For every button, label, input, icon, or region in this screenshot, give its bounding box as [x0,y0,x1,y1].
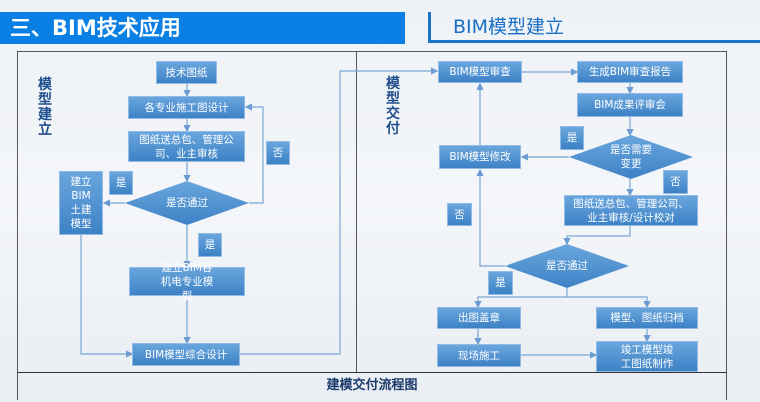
label-no: 否 [663,170,688,194]
page-title: 三、BIM技术应用 [0,12,405,44]
box-stamp: 出图盖章 [437,307,521,329]
decision-diamond [505,244,629,288]
section-subtitle: BIM模型建立 [428,12,760,43]
label-yes: 是 [109,171,133,195]
box-review: 图纸送总包、管理公司、业主审核/设计校对 [564,195,698,226]
box-integrated-design: BIM模型综合设计 [132,343,240,366]
section-label-modeling: 模型建立 [38,77,52,138]
box-mep-model: 建立BIM各机电专业模型 [129,262,245,302]
diagram-caption: 建模交付流程图 [326,378,418,393]
label-no: 否 [447,203,472,226]
decision-change: 是否需要变更 [610,144,652,170]
label-yes: 是 [198,233,222,257]
box-tech-drawings: 技术图纸 [156,61,217,84]
box-review: 图纸送总包、管理公司、业主审核 [128,131,245,162]
label-no: 否 [266,141,290,165]
box-archive: 模型、图纸归档 [596,307,698,329]
diagram-frame [17,51,727,400]
label-yes: 是 [560,126,584,150]
box-model-modify: BIM模型修改 [439,145,521,169]
box-report: 生成BIM审查报告 [577,61,683,83]
decision-passed: 是否通过 [166,197,208,209]
box-design: 各专业施工图设计 [128,96,245,119]
box-model-review: BIM模型审查 [438,61,522,83]
section-label-delivery: 模型交付 [386,76,400,137]
decision-diamond [125,181,249,225]
decision-diamond [569,135,693,179]
box-meeting: BIM成果评审会 [577,93,683,117]
label-yes: 是 [488,271,513,295]
box-as-built: 竣工模型竣工图纸制作 [596,341,698,372]
divider [356,51,357,372]
box-construction: 现场施工 [437,344,521,367]
box-civil-model: 建立BIM土建模型 [59,171,103,235]
divider [17,372,727,373]
decision-passed: 是否通过 [546,260,588,272]
